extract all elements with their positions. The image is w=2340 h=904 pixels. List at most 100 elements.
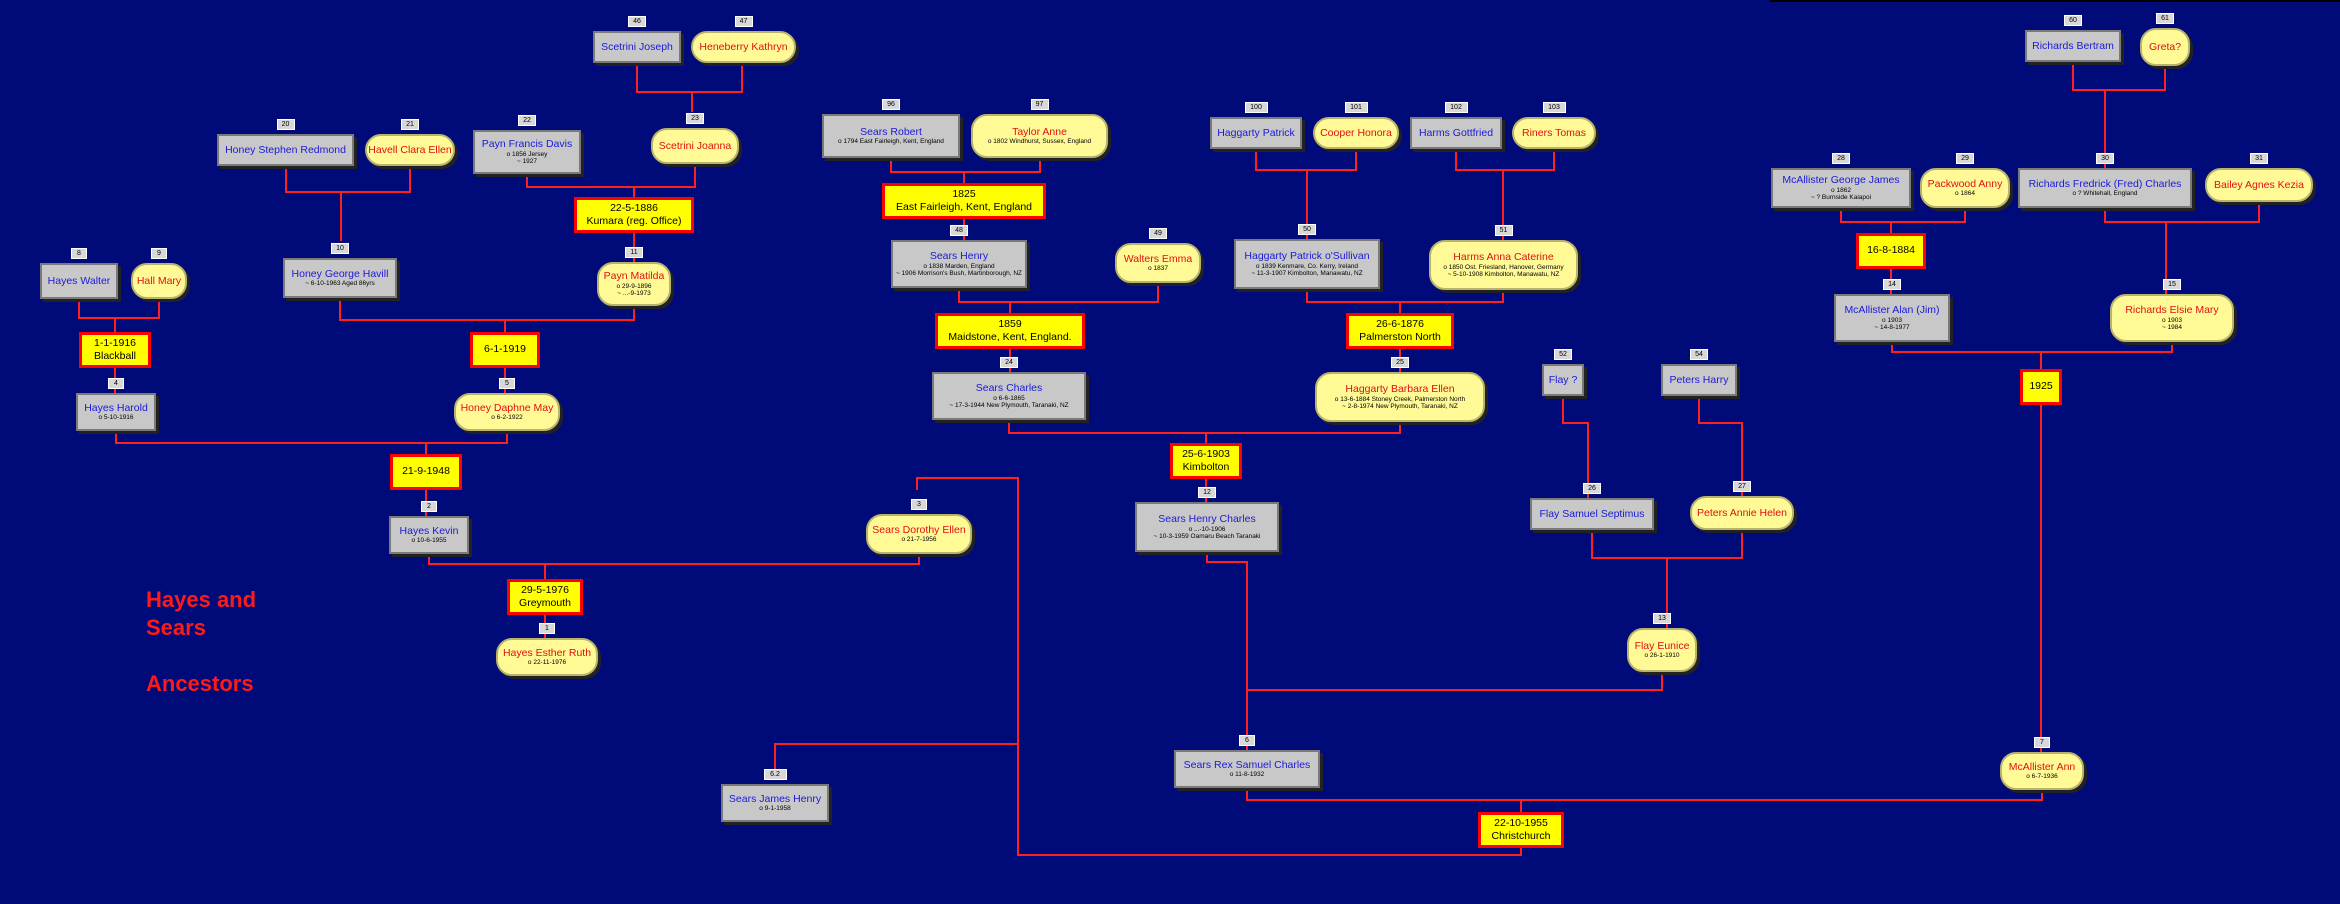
person-number-tag: 49 xyxy=(1149,228,1167,239)
person-box[interactable]: Havell Clara Ellen xyxy=(365,134,455,166)
person-number-tag: 47 xyxy=(734,16,753,27)
person-box[interactable]: Bailey Agnes Kezia xyxy=(2205,168,2313,202)
person-number-tag: 30 xyxy=(2096,153,2114,164)
marriage-place: Kumara (reg. Office) xyxy=(586,215,682,227)
person-box[interactable]: Hall Mary xyxy=(131,263,187,299)
person-box[interactable]: Peters Annie Helen xyxy=(1690,496,1794,530)
connector-line xyxy=(1698,396,1743,496)
marriage-date: 29-5-1976 xyxy=(521,583,569,596)
person-box[interactable]: Heneberry Kathryn xyxy=(691,31,796,63)
person-box[interactable]: Haggarty Patrick xyxy=(1210,117,1302,149)
marriage-box[interactable]: 16-8-1884 xyxy=(1856,233,1926,269)
person-box[interactable]: Hayes Walter xyxy=(40,263,118,299)
person-number-tag: 8 xyxy=(71,248,87,259)
person-name: Flay Samuel Septimus xyxy=(1539,507,1645,520)
marriage-date: 1859 xyxy=(998,317,1022,330)
person-birth-date: o 1856 Jersey xyxy=(506,150,548,158)
person-box[interactable]: Flay Samuel Septimus xyxy=(1530,498,1654,530)
person-box[interactable]: McAllister Alan (Jim)o 1903~ 14-8-1977 xyxy=(1834,294,1950,342)
marriage-box[interactable]: 1925 xyxy=(2020,369,2062,405)
person-name: Hayes Kevin xyxy=(399,524,459,537)
person-name: Sears Robert xyxy=(860,125,922,138)
person-number-tag: 25 xyxy=(1391,357,1409,368)
person-box[interactable]: Peters Harry xyxy=(1661,364,1737,396)
person-box[interactable]: Harms Gottfried xyxy=(1410,117,1502,149)
person-name: McAllister George James xyxy=(1782,173,1900,186)
person-number-tag: 102 xyxy=(1444,102,1468,113)
person-birth-date: o 11-8-1932 xyxy=(1229,771,1265,779)
person-birth-date: o 6-7-1936 xyxy=(2026,773,2058,781)
person-box[interactable]: Riners Tomas xyxy=(1512,117,1596,149)
person-death-date: ~ 11-3-1907 Kimbolton, Manawatu, NZ xyxy=(1251,270,1363,278)
connector-line xyxy=(774,743,1018,774)
person-name: Hayes Harold xyxy=(84,401,148,414)
connector-line xyxy=(1455,149,1555,171)
person-number-tag: 103 xyxy=(1542,102,1566,113)
person-number-tag: 21 xyxy=(401,119,419,130)
person-name: McAllister Alan (Jim) xyxy=(1844,303,1940,316)
person-birth-date: o 1794 East Fairleigh, Kent, England xyxy=(838,138,944,146)
person-birth-date: o 1850 Ost. Friesland, Hanover, Germany xyxy=(1443,263,1564,271)
person-box[interactable]: Cooper Honora xyxy=(1313,117,1399,149)
person-box[interactable]: Flay ? xyxy=(1542,364,1584,396)
person-box[interactable]: Honey George Havill~ 6-10-1963 Aged 86yr… xyxy=(283,258,397,298)
person-death-date: ~ 14-8-1977 xyxy=(1874,324,1910,332)
person-birth-date: o 1802 Windhurst, Sussex, England xyxy=(987,138,1092,146)
connector-line xyxy=(1206,552,1248,750)
person-name: McAllister Ann xyxy=(2008,760,2076,773)
person-birth-date: o ? Whitehall, England xyxy=(2072,190,2138,198)
person-name: Flay Eunice xyxy=(1634,639,1690,652)
marriage-box[interactable]: 21-9-1948 xyxy=(390,454,462,490)
person-box[interactable]: Honey Stephen Redmond xyxy=(217,134,354,166)
person-name: Sears Charles xyxy=(975,381,1043,394)
marriage-date: 21-9-1948 xyxy=(402,465,450,478)
marriage-box[interactable]: 6-1-1919 xyxy=(470,332,540,368)
connector-line xyxy=(1562,396,1589,498)
person-name: Hayes Esther Ruth xyxy=(502,646,592,659)
person-name: Haggarty Patrick o'Sullivan xyxy=(1244,249,1370,262)
title-line-1: Hayes and xyxy=(146,587,257,612)
person-box[interactable]: Scetrini Joseph xyxy=(593,31,681,63)
person-birth-date: o 1864 xyxy=(1955,190,1975,198)
person-death-date: ~ 10-3-1959 Oamaru Beach Taranaki xyxy=(1153,533,1261,541)
person-box[interactable]: Scetrini Joanna xyxy=(651,128,739,164)
person-number-tag: 51 xyxy=(1494,225,1513,236)
person-box[interactable]: Richards Bertram xyxy=(2025,30,2121,62)
person-birth-date: o 1838 Marden, England xyxy=(923,262,995,270)
person-number-tag: 52 xyxy=(1554,349,1572,360)
person-box[interactable]: Greta? xyxy=(2140,28,2190,66)
person-name: Richards Elsie Mary xyxy=(2125,303,2219,316)
